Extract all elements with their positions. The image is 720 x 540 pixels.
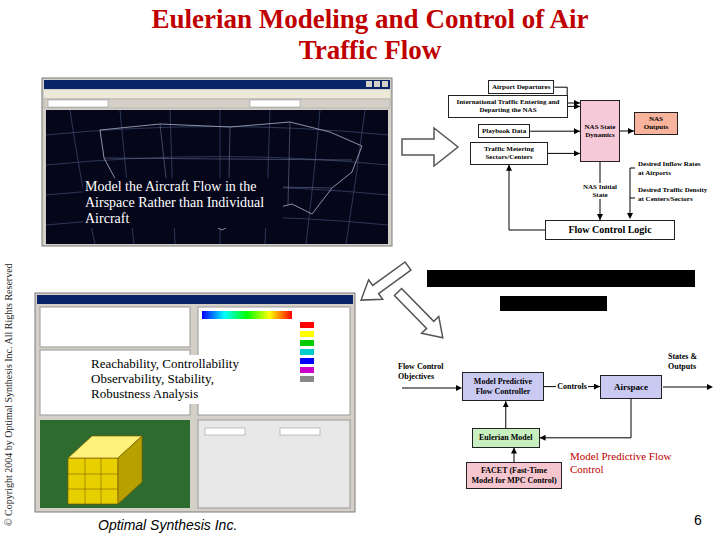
box-label: Airport Departures xyxy=(492,83,550,91)
box-label: Airspace xyxy=(604,382,658,393)
facet-map-screenshot xyxy=(42,78,392,246)
hollow-arrow xyxy=(389,284,451,347)
arrow-head xyxy=(627,213,633,219)
state-box: NAS State Dynamics xyxy=(580,100,620,162)
input-box: Traffic Metering Sectors/Centers xyxy=(470,142,548,165)
box-label: Eulerian Model xyxy=(479,433,533,443)
overlay-caption: Reachability, Controllability Observabil… xyxy=(88,355,268,404)
box-label: Flow Control Logic xyxy=(549,224,671,236)
diagram-caption: Model Predictive Flow Control xyxy=(570,450,685,476)
box-label: NAS Outputs xyxy=(638,115,674,132)
box-label: Model Predictive Flow Controller xyxy=(467,377,539,396)
input-box: Airport Departures xyxy=(488,80,554,94)
controller-box: Model Predictive Flow Controller xyxy=(462,372,544,401)
arrow-head xyxy=(707,384,713,390)
input-note: Desired Traffic Density at Centers/Secto… xyxy=(638,186,708,204)
flow-connector xyxy=(620,131,634,132)
box-label: Playbook Data xyxy=(482,127,526,135)
overlay-caption: Model the Aircraft Flow in the Airspace … xyxy=(83,178,283,228)
model-box: FACET (Fast-Time Model for MPC Control) xyxy=(466,462,562,489)
box-label: Traffic Metering Sectors/Centers xyxy=(474,145,544,162)
page-number: 6 xyxy=(694,512,702,528)
flow-connector xyxy=(568,106,580,107)
hollow-arrow xyxy=(402,128,458,166)
box-label: FACET (Fast-Time Model for MPC Control) xyxy=(471,466,557,485)
desired-input-lines xyxy=(630,168,635,213)
analysis-screenshot: Reachability, Controllability Observabil… xyxy=(35,293,355,512)
flow-connector xyxy=(505,401,506,428)
flow-connector xyxy=(514,448,515,462)
redaction-bar xyxy=(427,270,695,287)
connector-label: Controls xyxy=(556,382,588,392)
flow-connector xyxy=(548,153,580,154)
flow-connector xyxy=(530,131,580,132)
input-note: Desired Inflow Rates at Airports xyxy=(638,160,708,178)
plant-box: Airspace xyxy=(600,375,662,399)
signal-label: Flow Control Objectives xyxy=(398,362,452,382)
logic-box: Flow Control Logic xyxy=(545,220,675,240)
output-box: NAS Outputs xyxy=(634,112,678,135)
copyright-note: © Copyright 2004 by Optimal Synthesis In… xyxy=(3,263,14,526)
connector-label: NAS Initial State xyxy=(577,183,623,200)
input-box: International Traffic Entering and Depar… xyxy=(448,95,568,118)
signal-label: States & Outputs xyxy=(668,352,712,372)
box-label: NAS State Dynamics xyxy=(584,123,616,140)
signal-line xyxy=(402,387,708,388)
redaction-bar xyxy=(500,296,607,311)
map-screenshot: Model the Aircraft Flow in the Airspace … xyxy=(42,78,392,246)
model-box: Eulerian Model xyxy=(472,428,540,448)
slide-title: Eulerian Modeling and Control of Air Tra… xyxy=(140,4,600,66)
analysis-screenshot xyxy=(35,293,355,512)
input-box: Playbook Data xyxy=(478,124,530,138)
flow-connector xyxy=(509,165,545,230)
box-label: International Traffic Entering and Depar… xyxy=(452,98,564,115)
company-name: Optimal Synthesis Inc. xyxy=(98,517,237,533)
flow-connector xyxy=(540,399,631,438)
